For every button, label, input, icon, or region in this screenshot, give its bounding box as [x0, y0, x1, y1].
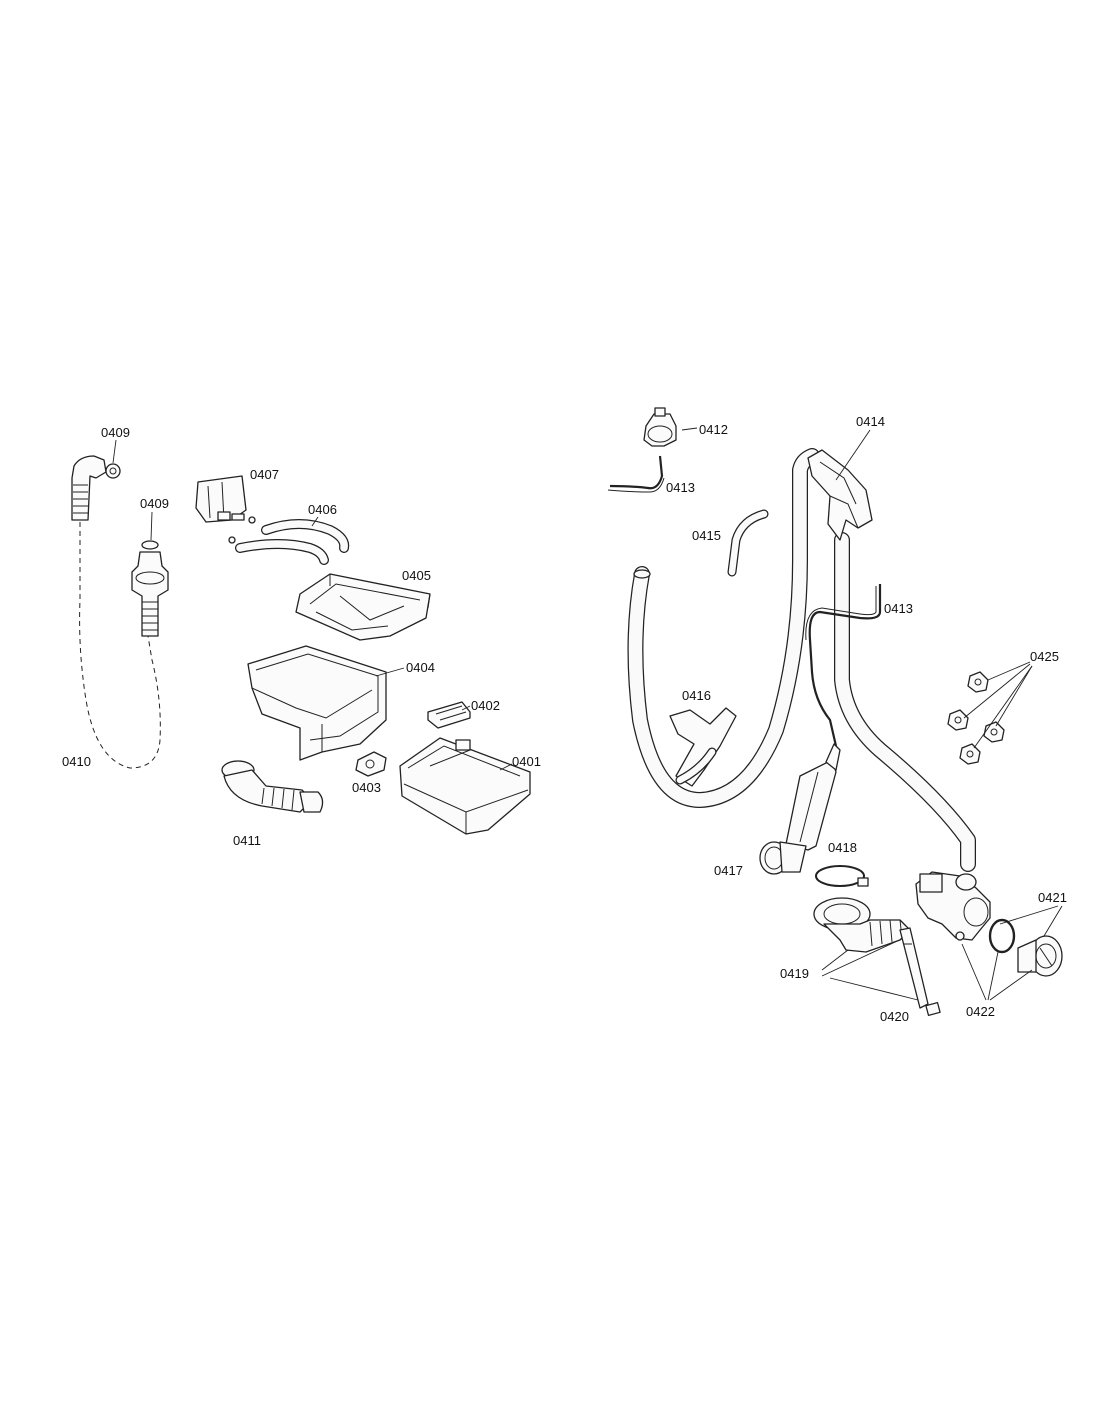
label-0401: 0401	[512, 754, 541, 769]
part-0407-inlet-valve	[195, 475, 256, 544]
label-0414: 0414	[856, 414, 885, 429]
part-0404-dispenser-housing	[247, 645, 387, 761]
part-0405-dispenser-cover	[295, 573, 431, 641]
label-0413-upper: 0413	[666, 480, 695, 495]
label-0416: 0416	[682, 688, 711, 703]
label-0415: 0415	[692, 528, 721, 543]
part-0413-pressure-tube-upper	[609, 455, 664, 490]
label-0417: 0417	[714, 863, 743, 878]
part-0425-rubber-feet	[947, 671, 1005, 765]
label-0406: 0406	[308, 502, 337, 517]
part-0409-inlet-elbow	[71, 455, 121, 521]
part-0415-short-hose	[727, 509, 769, 577]
part-0410-inlet-hose	[79, 522, 161, 769]
label-0409-top: 0409	[101, 425, 130, 440]
part-0412-pressure-switch	[643, 407, 677, 447]
label-0409-lower: 0409	[140, 496, 169, 511]
label-0405: 0405	[402, 568, 431, 583]
part-0422-pump-gasket	[988, 918, 1016, 954]
label-0402: 0402	[471, 698, 500, 713]
part-0416-hose-guide	[669, 707, 737, 787]
label-0422: 0422	[966, 1004, 995, 1019]
part-0401-detergent-drawer	[399, 737, 531, 835]
label-0420: 0420	[880, 1009, 909, 1024]
part-0403-clip	[355, 751, 387, 777]
label-0418: 0418	[828, 840, 857, 855]
label-0403: 0403	[352, 780, 381, 795]
part-0420-sensor-rod	[899, 927, 941, 1017]
label-0410: 0410	[62, 754, 91, 769]
part-0402-drawer-insert	[427, 701, 471, 729]
part-0414-tub-drain-hose	[807, 449, 976, 872]
label-0411: 0411	[233, 833, 261, 848]
part-0413-pressure-tube-lower	[805, 584, 882, 747]
part-0419-sump-bellows	[813, 897, 911, 953]
label-0419: 0419	[780, 966, 809, 981]
part-0422-drain-pump	[915, 871, 991, 941]
part-0409-inlet-connector	[131, 540, 169, 637]
part-0417-sump-hose	[759, 743, 841, 875]
part-0406-valve-hoses	[235, 519, 350, 565]
label-0404: 0404	[406, 660, 435, 675]
part-0418-hose-clamp	[815, 865, 869, 887]
label-0421: 0421	[1038, 890, 1067, 905]
part-0421-pump-filter	[1017, 935, 1063, 977]
label-0412: 0412	[699, 422, 728, 437]
label-0413-lower: 0413	[884, 601, 913, 616]
label-0407: 0407	[250, 467, 279, 482]
label-0425: 0425	[1030, 649, 1059, 664]
part-0411-dispenser-bellows	[221, 760, 324, 813]
part-drain-hose-loop	[627, 448, 820, 808]
